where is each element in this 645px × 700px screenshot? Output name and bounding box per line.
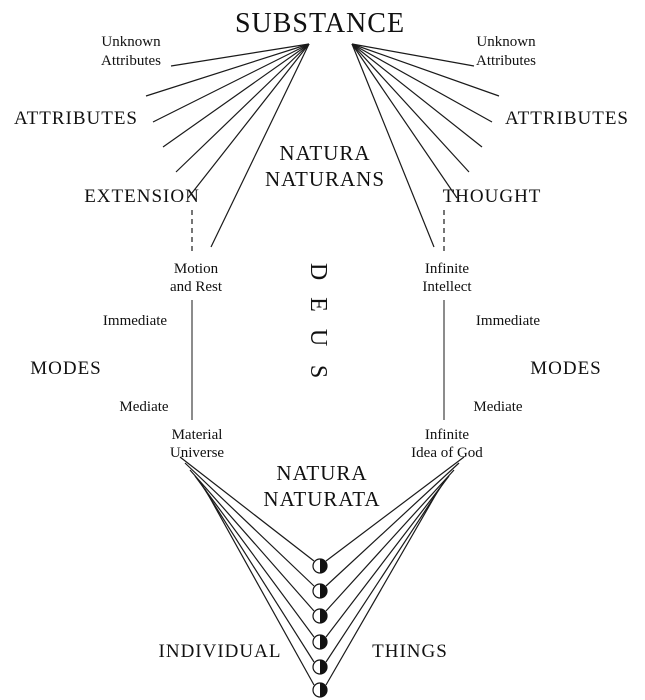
svg-text:NATURANS: NATURANS	[265, 167, 385, 191]
svg-text:D: D	[305, 263, 331, 281]
deus-vertical-label: D E U S	[305, 263, 331, 379]
right-things-fan	[325, 456, 465, 686]
svg-text:NATURA: NATURA	[279, 141, 370, 165]
individual-label: INDIVIDUAL	[159, 641, 282, 662]
individual-thing-node	[312, 583, 328, 599]
right-immediate-label: Immediate	[476, 313, 540, 329]
svg-text:U: U	[305, 329, 331, 347]
natura-naturata-label: NATURA NATURATA	[263, 461, 380, 511]
svg-text:NATURATA: NATURATA	[263, 487, 380, 511]
svg-text:Unknown: Unknown	[101, 34, 161, 50]
svg-text:Attributes: Attributes	[101, 53, 161, 69]
left-immediate-label: Immediate	[103, 313, 167, 329]
infinite-intellect-label: Infinite Intellect	[422, 261, 472, 295]
left-unknown-attributes-label: Unknown Attributes	[101, 34, 161, 69]
motion-and-rest-label: Motion and Rest	[170, 261, 223, 295]
natura-naturans-label: NATURA NATURANS	[265, 141, 385, 191]
right-attribute-fan	[351, 43, 500, 248]
left-attribute-fan	[145, 43, 310, 248]
right-mediate-label: Mediate	[473, 399, 522, 415]
svg-text:Motion: Motion	[174, 261, 219, 277]
extension-label: EXTENSION	[84, 186, 200, 207]
right-unknown-attributes-label: Unknown Attributes	[476, 34, 536, 69]
svg-text:Unknown: Unknown	[476, 34, 536, 50]
svg-text:Universe: Universe	[170, 445, 224, 461]
svg-text:Attributes: Attributes	[476, 53, 536, 69]
svg-text:Idea of God: Idea of God	[411, 445, 483, 461]
left-attributes-label: ATTRIBUTES	[14, 108, 138, 129]
individual-thing-node	[312, 634, 328, 650]
svg-text:E: E	[305, 297, 331, 313]
svg-text:Infinite: Infinite	[425, 261, 469, 277]
individual-thing-node	[312, 558, 328, 574]
svg-text:Intellect: Intellect	[422, 279, 472, 295]
svg-text:S: S	[305, 365, 331, 379]
svg-text:Material: Material	[172, 427, 223, 443]
individual-thing-node	[312, 682, 328, 698]
left-modes-label: MODES	[30, 358, 102, 379]
right-modes-label: MODES	[530, 358, 602, 379]
svg-text:NATURA: NATURA	[276, 461, 367, 485]
thought-label: THOUGHT	[443, 186, 542, 207]
substance-label: SUBSTANCE	[235, 8, 405, 39]
left-things-fan	[179, 456, 315, 686]
material-universe-label: Material Universe	[170, 427, 224, 461]
left-mediate-label: Mediate	[119, 399, 168, 415]
right-attributes-label: ATTRIBUTES	[505, 108, 629, 129]
infinite-idea-of-god-label: Infinite Idea of God	[411, 427, 483, 461]
svg-text:Infinite: Infinite	[425, 427, 469, 443]
svg-text:and Rest: and Rest	[170, 279, 223, 295]
things-label: THINGS	[372, 641, 448, 662]
individual-things-column	[312, 558, 328, 698]
individual-thing-node	[312, 608, 328, 624]
individual-thing-node	[312, 659, 328, 675]
